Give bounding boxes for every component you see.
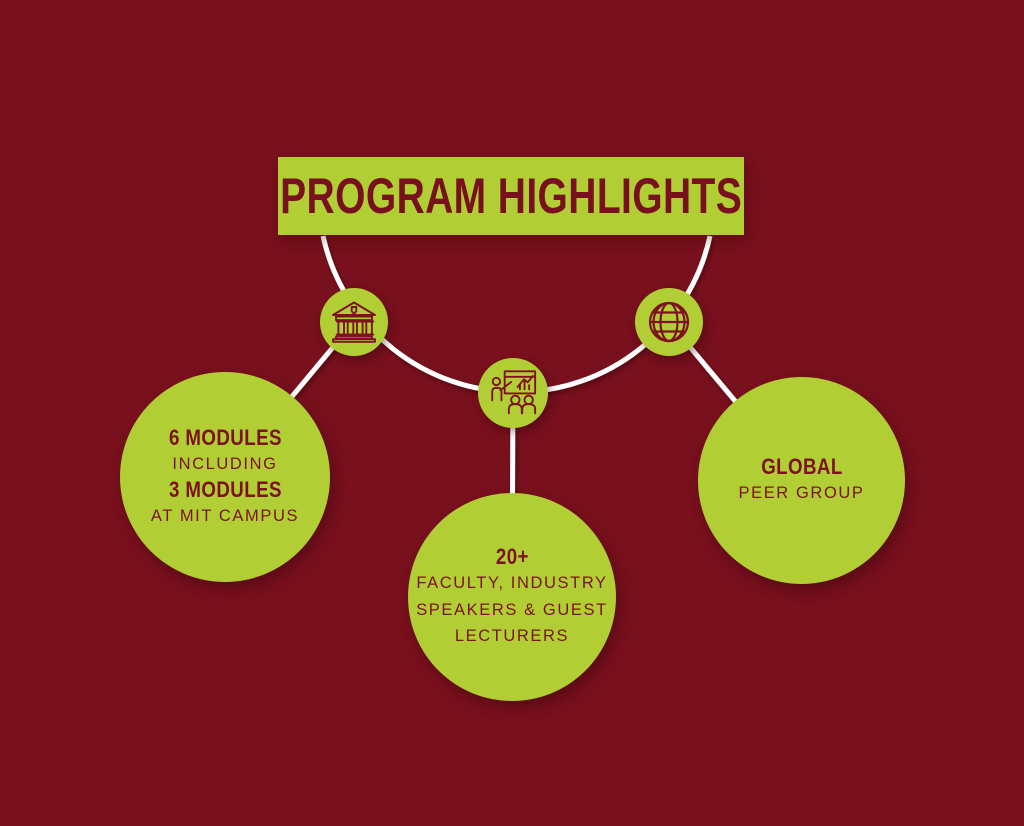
campus-building-icon: [332, 301, 376, 343]
faculty-line-3: LECTURERS: [454, 627, 570, 646]
presentation-chart-icon: [491, 370, 537, 415]
peer-group-label: PEER GROUP: [738, 484, 865, 503]
global-bubble: GLOBAL PEER GROUP: [698, 377, 905, 584]
faculty-line-1: FACULTY, INDUSTRY: [416, 574, 608, 593]
faculty-line-2: SPEAKERS & GUEST: [416, 600, 608, 619]
modules-including: INCLUDING: [172, 454, 278, 473]
modules-count: 6 MODULES: [168, 424, 282, 450]
modules-bubble: 6 MODULES INCLUDING 3 MODULES AT MIT CAM…: [120, 372, 330, 582]
modules-campus-count: 3 MODULES: [168, 477, 282, 502]
modules-campus-label: AT MIT CAMPUS: [150, 507, 300, 525]
faculty-bubble: 20+ FACULTY, INDUSTRY SPEAKERS & GUEST L…: [408, 493, 616, 701]
globe-node: [635, 288, 703, 356]
globe-icon: [648, 301, 690, 343]
page-title: PROGRAM HIGHLIGHTS: [279, 168, 743, 224]
faculty-count: 20+: [495, 544, 529, 570]
presentation-node: [478, 358, 548, 428]
global-label: GLOBAL: [760, 454, 843, 480]
campus-node: [320, 288, 388, 356]
title-banner: PROGRAM HIGHLIGHTS: [278, 157, 744, 235]
